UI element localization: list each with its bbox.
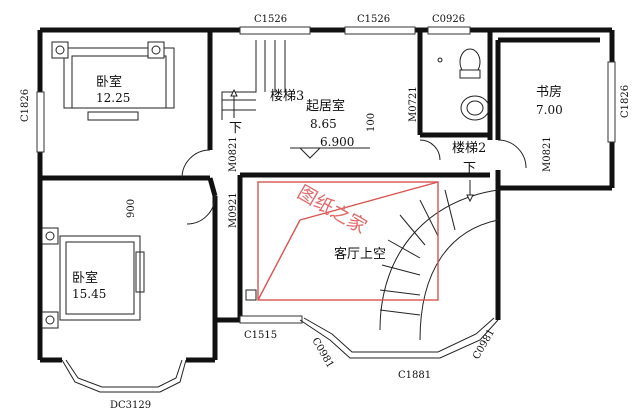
stair-3-label: 楼梯3 [270,89,304,104]
door-m0921-label: M0921 [228,192,239,228]
bed-top [51,41,175,121]
bathroom-fixtures [437,48,490,121]
window-c1526-b [344,26,416,35]
window-c1526-a [239,26,311,35]
bedroom-top-name: 卧室 [96,74,122,90]
bedroom-bottom-area: 15.45 [72,287,106,301]
stair-2-down: 下 [463,161,476,176]
bedroom-bottom-name: 卧室 [72,270,98,286]
door-m0821-b-label: M0821 [542,136,553,172]
bed-bottom [41,227,145,329]
door-m0821-a-label: M0821 [228,136,239,172]
windows [36,26,616,393]
window-c1826-left [36,91,45,153]
living-area: 8.65 [310,117,337,131]
window-c1526-a-label: C1526 [254,14,287,25]
window-c1826-left-label: C1826 [20,89,31,122]
stair-3-down: 下 [229,121,242,136]
void-outline [245,181,439,301]
stair-2-label: 楼梯2 [452,141,486,156]
dim-900: 900 [126,199,137,218]
window-c0926 [427,26,471,35]
bedroom-top-area: 12.25 [96,91,130,105]
window-c1826-right-label: C1826 [620,85,631,118]
window-c1515-label: C1515 [244,330,277,341]
window-c1881-label: C1881 [398,370,431,381]
door-m0721-label: M0721 [408,86,419,122]
window-c1826-right [607,61,616,143]
stair-3 [221,40,286,120]
window-dc3129-label: DC3129 [110,400,151,411]
study-name: 书房 [536,84,562,100]
window-c1881 [299,319,499,359]
window-c0981-right-label: C0981 [471,327,497,361]
study-area: 7.00 [536,103,563,117]
dim-100: 100 [366,113,377,132]
doors [181,139,527,225]
living-elevation: 6.900 [320,135,354,149]
living-name: 起居室 [306,98,345,114]
window-c0926-label: C0926 [432,14,465,25]
watermark: 图纸之家 [294,181,371,238]
void-name: 客厅上空 [334,246,386,262]
window-c1515 [239,315,303,324]
stair-2 [379,180,499,341]
window-dc3129 [61,359,187,393]
window-c1526-b-label: C1526 [357,14,390,25]
